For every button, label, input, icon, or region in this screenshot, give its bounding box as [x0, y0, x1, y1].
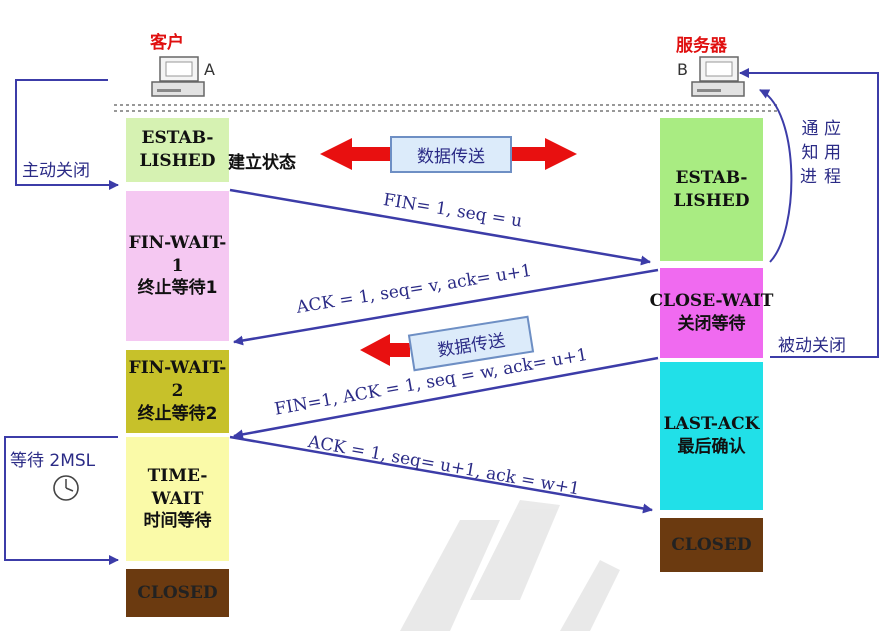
- wait-2msl-label: 等待 2MSL: [10, 451, 96, 471]
- notify-app-col4: 程: [824, 166, 841, 190]
- server-established-line2: LISHED: [673, 190, 750, 211]
- last-ack-line2: 最后确认: [677, 437, 746, 457]
- notify-char-1: 通: [801, 119, 819, 139]
- notify-char-3: 应: [824, 119, 841, 139]
- client-label: 客户: [150, 33, 184, 53]
- time-wait-line2: 时间等待: [143, 511, 212, 532]
- host-b-label: B: [677, 60, 688, 79]
- ack1-arrow: [233, 268, 659, 346]
- wait-2msl-arrow: [4, 436, 119, 565]
- host-a-label: A: [204, 60, 215, 79]
- fin-wait-2-line1: FIN-WAIT-2: [128, 358, 227, 402]
- server-established-line1: ESTAB-: [675, 167, 748, 188]
- notify-char-4: 用: [824, 142, 841, 163]
- notify-char-6: 程: [824, 167, 841, 187]
- passive-close-arrow: [739, 68, 879, 358]
- notify-app-label: 通 知: [800, 118, 820, 166]
- client-state-established: ESTAB- LISHED: [126, 118, 229, 182]
- client-state-closed: CLOSED: [126, 569, 229, 617]
- server-state-close-wait: CLOSE-WAIT 关闭等待: [650, 268, 773, 358]
- close-wait-line1: CLOSE-WAIT: [649, 291, 774, 312]
- notify-app-col3: 进: [800, 166, 817, 190]
- fin-wait-2-line2: 终止等待2: [137, 403, 218, 424]
- fin2-arrow: [233, 356, 659, 440]
- server-state-last-ack: LAST-ACK 最后确认: [660, 362, 763, 510]
- client-established-suffix: 建立状态: [228, 153, 296, 173]
- passive-close-label: 被动关闭: [778, 336, 846, 356]
- notify-char-5: 进: [800, 167, 817, 187]
- client-state-fin-wait-1: FIN-WAIT-1 终止等待1: [126, 191, 229, 341]
- active-close-label: 主动关闭: [22, 161, 90, 181]
- data-transfer-box-1: 数据传送: [390, 136, 512, 173]
- computer-icon-b: [691, 56, 745, 97]
- clock-icon: [53, 475, 79, 501]
- fin-wait-1-line2: 终止等待1: [137, 278, 218, 299]
- active-close-arrow: [15, 79, 119, 190]
- client-established-line2: LISHED: [139, 151, 216, 171]
- server-state-closed: CLOSED: [660, 518, 763, 572]
- client-state-time-wait: TIME-WAIT 时间等待: [126, 437, 229, 561]
- server-label: 服务器: [676, 36, 727, 56]
- fin-wait-1-line1: FIN-WAIT-1: [128, 232, 227, 276]
- notify-char-2: 知: [801, 142, 819, 163]
- client-state-fin-wait-2: FIN-WAIT-2 终止等待2: [126, 350, 229, 433]
- data-transfer-arrow-2: [360, 334, 410, 366]
- last-ack-line1: LAST-ACK: [663, 414, 760, 435]
- time-wait-line1: TIME-WAIT: [147, 465, 208, 509]
- fin1-arrow: [229, 188, 651, 266]
- ack2-arrow: [229, 435, 653, 514]
- notify-app-arrow: [759, 89, 793, 263]
- watermark: [400, 500, 620, 631]
- server-state-established: ESTAB- LISHED: [660, 118, 763, 261]
- close-wait-line2: 关闭等待: [677, 314, 746, 334]
- client-established-line1: ESTAB-: [141, 128, 214, 149]
- client-closed-label: CLOSED: [137, 582, 218, 603]
- server-closed-label: CLOSED: [671, 534, 752, 555]
- computer-icon-a: [151, 56, 205, 97]
- notify-app-col2: 应 用: [824, 118, 841, 166]
